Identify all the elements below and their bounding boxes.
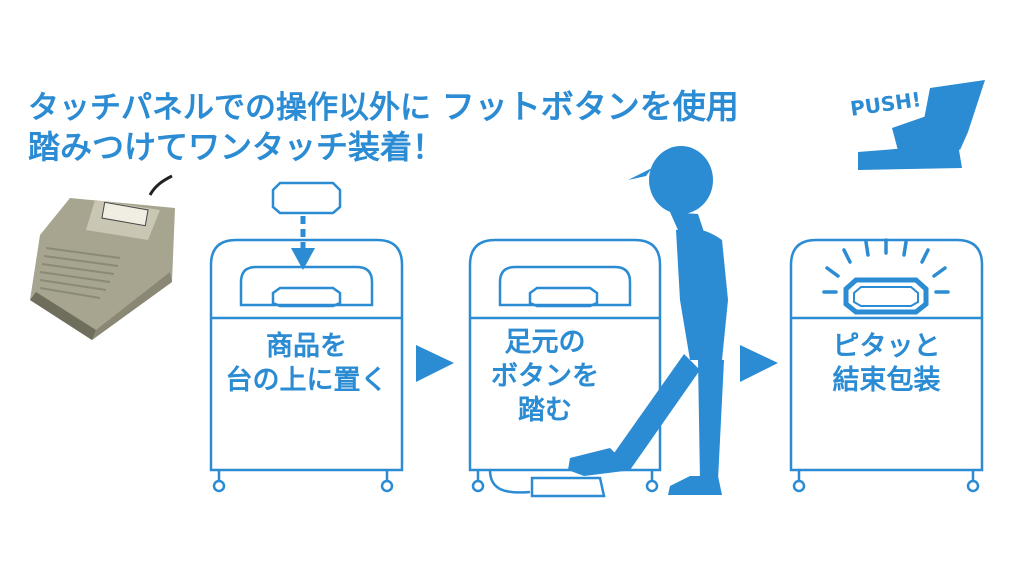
step-1-line-2: 台の上に置く [225,365,388,396]
arrow-right-icon [740,345,778,382]
step-1-label: 商品を 台の上に置く [211,330,402,398]
wrapped-tray [843,277,929,315]
step-3-label: ピタッと 結束包装 [791,330,982,398]
step-2-line-3: 踏む [518,395,572,426]
machine-panel-2 [468,238,662,498]
arrow-right-icon [416,345,454,382]
sparkle-lines [822,238,950,294]
step-2-line-2: ボタンを [491,361,599,392]
foot-press-icon [858,80,985,170]
down-arrow-icon [291,248,315,270]
headline-emphasis: フットボタンを使用 [441,87,739,126]
step-2-label: 足元の ボタンを 踏む [470,326,620,428]
step-3-line-1: ピタッと [832,331,941,362]
step-1-line-1: 商品を [266,331,347,362]
person-silhouette [568,146,728,495]
machine-panel-3 [789,238,984,493]
step-3-line-2: 結束包装 [832,365,941,396]
headline-prefix: タッチパネルでの操作以外に [28,90,431,126]
step-2-line-1: 足元の [504,327,586,358]
headline-line-1: タッチパネルでの操作以外に フットボタンを使用 [28,80,739,128]
machine-panel-1 [209,181,404,493]
headline-line-2: 踏みつけてワンタッチ装着！ [28,128,445,166]
foot-pedal-photo [30,174,175,340]
